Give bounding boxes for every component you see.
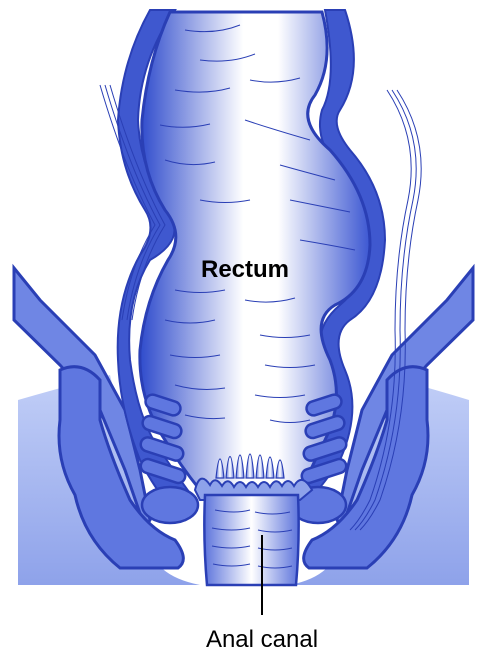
anal-canal-label: Anal canal xyxy=(206,626,318,653)
rectum-label: Rectum xyxy=(201,256,289,283)
anal-canal xyxy=(204,495,298,585)
